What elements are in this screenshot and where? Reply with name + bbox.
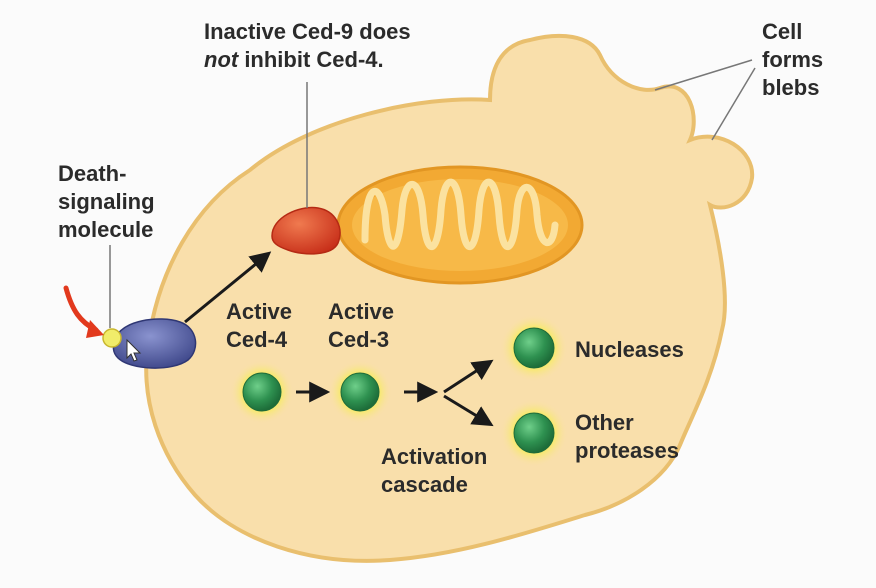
active-ced3-label: Active Ced-3: [328, 299, 395, 352]
death-receptor: [112, 318, 197, 369]
activation-cascade-label: Activation cascade: [381, 444, 488, 497]
death-signaling-molecule-label: Death- signaling molecule: [58, 161, 155, 242]
cascade-to-nucleases-arrow: [443, 359, 494, 394]
other-proteases-enzyme: [500, 399, 568, 467]
receptor-to-ced9-arrow: [184, 251, 272, 324]
nucleases-enzyme: [500, 314, 568, 382]
mouse-cursor-icon: [126, 338, 142, 362]
active-ced4-label: Active Ced-4: [226, 299, 293, 352]
other-proteases-label: Other proteases: [575, 410, 679, 463]
death-signaling-molecule: [102, 328, 122, 348]
cell-forms-blebs-label: Cell forms blebs: [762, 19, 824, 100]
bleb-pointer-line-1: [654, 59, 753, 91]
nucleases-label: Nucleases: [575, 337, 684, 362]
cascade-to-proteases-arrow: [443, 394, 494, 427]
cell-body: [144, 33, 755, 563]
active-ced4-enzyme: [230, 360, 294, 424]
inactive-ced9-label: Inactive Ced-9 does not inhibit Ced-4.: [204, 19, 411, 72]
bleb-pointer-line-2: [711, 67, 756, 141]
active-ced3-enzyme: [328, 360, 392, 424]
incoming-signal-arrowhead: [86, 320, 104, 338]
mitochondrion: [336, 165, 584, 285]
ced9-protein: [271, 206, 341, 255]
